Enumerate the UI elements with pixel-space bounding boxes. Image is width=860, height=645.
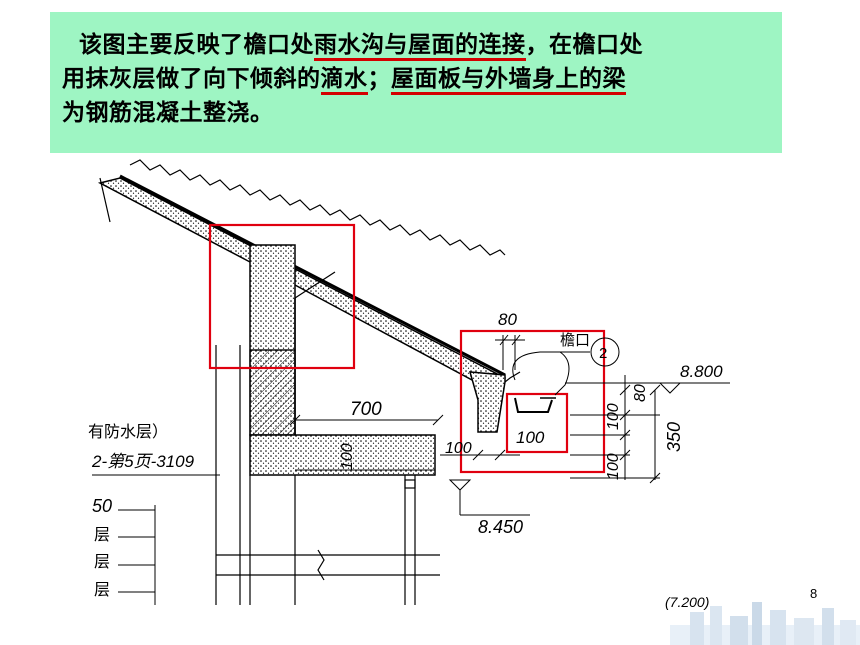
dim-100-gutter-label: 100 [516, 428, 545, 447]
layer-label-1: 层 [94, 527, 110, 544]
dimension-80-top [495, 334, 525, 370]
dim-80-right-label: 80 [632, 384, 649, 402]
highlight-gutter-roof: 雨水沟与屋面的连接 [314, 32, 526, 61]
elevation-8450-label: 8.450 [478, 517, 523, 537]
eave-label: 檐口 [560, 332, 590, 349]
highlight-box-beam [208, 223, 356, 370]
dimension-stack-right [570, 375, 661, 484]
note-waterproof: 有防水层） [88, 423, 168, 441]
layer-50-label: 50 [92, 496, 112, 516]
caption-box: 该图主要反映了檐口处雨水沟与屋面的连接，在檐口处 用抹灰层做了向下倾斜的滴水；屋… [50, 12, 782, 153]
gutter [514, 397, 553, 413]
caption-line-2: 用抹灰层做了向下倾斜的滴水；屋面板与外墙身上的梁 [62, 62, 782, 96]
eave-drip [468, 371, 506, 433]
detail-number: 2 [599, 345, 607, 362]
layer-label-3: 层 [94, 582, 110, 599]
highlight-drip: 滴水 [320, 66, 368, 95]
caption-line-1: 该图主要反映了檐口处雨水沟与屋面的连接，在檐口处 [62, 28, 782, 62]
elevation-8800-label: 8.800 [680, 362, 723, 381]
elevation-7200-label: (7.200) [665, 594, 709, 610]
highlight-box-gutter [505, 392, 569, 454]
layer-label-2: 层 [94, 554, 110, 571]
dim-700-label: 700 [350, 399, 382, 420]
caption-text: 为钢筋混凝土整浇。 [62, 100, 274, 126]
dim-350-label: 350 [664, 422, 684, 452]
elevation-8450-marker [448, 479, 530, 516]
dimension-100-bottom [440, 449, 520, 461]
highlight-boxes [208, 223, 606, 474]
city-watermark [670, 602, 860, 645]
highlight-box-eave [459, 329, 606, 474]
caption-text: 该图主要反映了檐口处 [79, 32, 315, 58]
note-reference: 2-第5页-3109 [91, 452, 195, 471]
detail-callout [512, 337, 620, 396]
highlight-slab-beam: 屋面板与外墙身上的梁 [391, 66, 626, 95]
layer-list [118, 505, 156, 605]
caption-line-3: 为钢筋混凝土整浇。 [62, 96, 782, 130]
caption-text: ； [367, 66, 391, 92]
dim-100-bottom-label: 100 [445, 440, 472, 457]
dim-80-top-label: 80 [498, 310, 517, 329]
dim-100-right-label: 100 [605, 403, 622, 430]
caption-text: 用抹灰层做了向下倾斜的 [62, 66, 321, 92]
page-number: 8 [810, 586, 818, 601]
dim-100-slab-label: 100 [339, 443, 356, 470]
roof-tiles [129, 159, 506, 256]
caption-text: ，在檐口处 [525, 32, 644, 58]
floor-slab [249, 434, 436, 476]
elevation-8800-marker [565, 382, 730, 394]
dimension-700 [289, 414, 444, 426]
roof-slab [97, 177, 506, 397]
eave-section-drawing: 檐口 2 700 100 100 80 8.800 [88, 159, 730, 610]
dim-100-lower-label: 100 [605, 453, 622, 480]
